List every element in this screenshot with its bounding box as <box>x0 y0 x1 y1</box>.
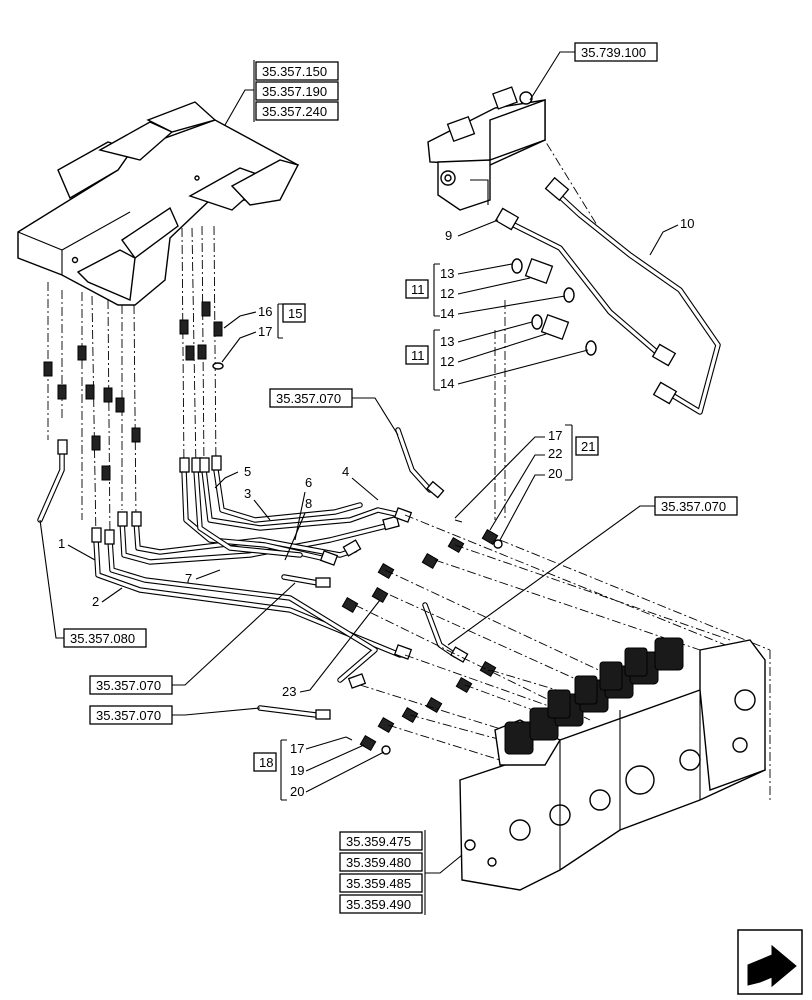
ref-hose-left[interactable]: 35.357.080 <box>39 519 147 648</box>
ref-valve-group[interactable]: 35.359.475 35.359.480 35.359.485 35.359.… <box>339 830 463 915</box>
callout-20: 20 <box>548 466 562 481</box>
valve-fittings <box>341 519 503 755</box>
callout-9: 9 <box>445 228 452 243</box>
ref-label: 35.357.070 <box>96 678 161 693</box>
callout-3: 3 <box>244 486 251 501</box>
ref-label: 35.357.070 <box>661 499 726 514</box>
hoses <box>37 427 469 720</box>
ref-label: 35.357.150 <box>262 64 327 79</box>
callout-12: 12 <box>440 354 454 369</box>
kit-label: 18 <box>259 755 273 770</box>
callout-20: 20 <box>290 784 304 799</box>
callout-4: 4 <box>342 464 349 479</box>
callout-12: 12 <box>440 286 454 301</box>
callout-16: 16 <box>258 304 272 319</box>
ref-label: 35.359.480 <box>346 855 411 870</box>
ref-group-top-left[interactable]: 35.357.150 35.357.190 35.357.240 <box>224 60 339 126</box>
ref-label: 35.739.100 <box>581 45 646 60</box>
callout-19: 19 <box>290 763 304 778</box>
callout-7-label-8: 8 <box>305 496 312 511</box>
ref-hose-upper-mid[interactable]: 35.357.070 <box>269 388 399 436</box>
ref-hose-bottom-left[interactable]: 35.357.070 <box>89 705 261 725</box>
callout-22: 22 <box>548 446 562 461</box>
ref-top-right[interactable]: 35.739.100 <box>529 42 658 101</box>
kit-label: 21 <box>581 439 595 454</box>
ref-label: 35.357.070 <box>276 391 341 406</box>
valve-adapters <box>43 301 224 481</box>
callout-13: 13 <box>440 266 454 281</box>
ref-hose-right[interactable]: 35.357.070 <box>447 496 738 646</box>
callout-17: 17 <box>290 741 304 756</box>
callout-10: 10 <box>680 216 694 231</box>
kit-15[interactable]: 15 <box>277 303 306 339</box>
callout-6: 6 <box>305 475 312 490</box>
ref-label: 35.359.490 <box>346 897 411 912</box>
callout-14: 14 <box>440 306 454 321</box>
ref-label: 35.357.070 <box>96 708 161 723</box>
hydraulic-tube-bundle <box>93 467 403 683</box>
main-control-valve <box>459 637 766 891</box>
callout-1: 1 <box>58 536 65 551</box>
ref-label: 35.357.080 <box>70 631 135 646</box>
kit-11-lower[interactable]: 11 <box>405 329 440 391</box>
callout-23: 23 <box>282 684 296 699</box>
ref-label: 35.357.240 <box>262 104 327 119</box>
callout-2: 2 <box>92 594 99 609</box>
ref-label: 35.359.485 <box>346 876 411 891</box>
callout-14: 14 <box>440 376 454 391</box>
ref-hose-lower-left[interactable]: 35.357.070 <box>89 582 296 695</box>
callout-5: 5 <box>244 464 251 479</box>
kit-label: 11 <box>411 282 425 297</box>
callout-7: 7 <box>185 571 192 586</box>
solenoid-bracket <box>427 86 546 211</box>
kit-18[interactable]: 18 <box>253 739 287 801</box>
remote-valve-block <box>17 101 300 306</box>
callout-13: 13 <box>440 334 454 349</box>
ref-label: 35.359.475 <box>346 834 411 849</box>
next-page-arrow-icon[interactable] <box>737 929 803 995</box>
callout-17: 17 <box>258 324 272 339</box>
kit-21[interactable]: 21 <box>565 424 599 481</box>
kit-label: 11 <box>411 348 425 363</box>
kit-label: 15 <box>288 306 302 321</box>
long-tubes <box>494 176 721 415</box>
callouts: 1 2 3 4 5 6 8 7 9 10 13 12 14 13 12 14 1… <box>58 216 694 799</box>
kit-11-upper[interactable]: 11 <box>405 263 440 317</box>
adapter-fittings <box>511 257 597 356</box>
assembly-centerlines <box>354 99 771 800</box>
tube-nuts <box>91 455 413 689</box>
callout-17: 17 <box>548 428 562 443</box>
ref-label: 35.357.190 <box>262 84 327 99</box>
